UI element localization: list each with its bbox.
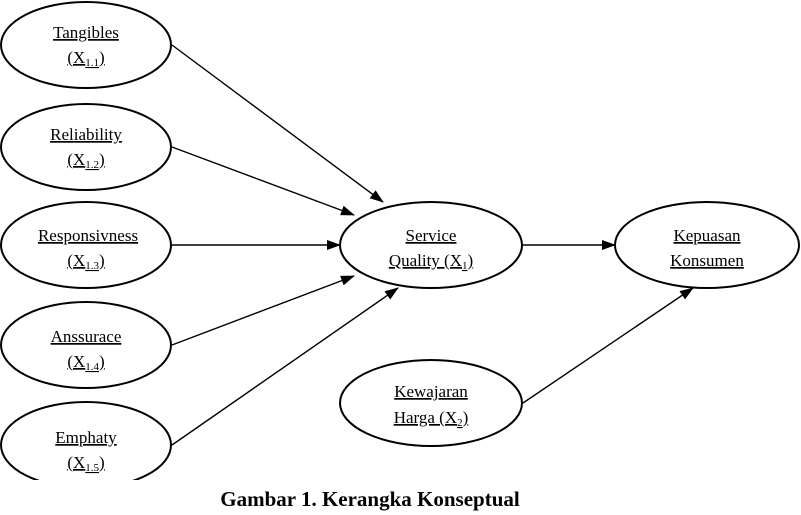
node-emphaty: Emphaty (X1.5) bbox=[0, 401, 172, 480]
node-tangibles: Tangibles (X1.1) bbox=[0, 1, 172, 89]
edge-emphaty-to-service-quality bbox=[171, 287, 399, 446]
node-kepuasan-ellipse bbox=[614, 201, 800, 289]
figure-caption: Gambar 1. Kerangka Konseptual bbox=[220, 487, 520, 511]
node-tangibles-variable: (X1.1) bbox=[67, 48, 104, 69]
framework-diagram: Tangibles (X1.1) Reliability (X1.2) Resp… bbox=[0, 1, 800, 480]
edge-kewajaran-to-kepuasan bbox=[522, 287, 694, 404]
node-kewajaran-harga: Kewajaran Harga (X2) bbox=[339, 359, 523, 447]
node-kepuasan-subtitle: Konsumen bbox=[670, 251, 744, 270]
node-kepuasan-title: Kepuasan bbox=[673, 226, 741, 245]
node-reliability-variable: (X1.2) bbox=[67, 150, 104, 171]
node-emphaty-title: Emphaty bbox=[55, 428, 117, 447]
edges bbox=[171, 44, 694, 446]
edge-tangibles-to-service-quality bbox=[171, 44, 384, 203]
node-service-quality-title: Service bbox=[406, 226, 457, 245]
node-kewajaran-title: Kewajaran bbox=[394, 382, 468, 401]
node-emphaty-ellipse bbox=[0, 401, 172, 480]
node-reliability-title: Reliability bbox=[50, 125, 122, 144]
node-responsivness-variable: (X1.3) bbox=[67, 251, 104, 272]
node-responsivness-title: Responsivness bbox=[38, 226, 138, 245]
node-kewajaran-variable: Harga (X2) bbox=[394, 408, 469, 429]
node-service-quality: Service Quality (X1) bbox=[339, 201, 523, 289]
node-anssurace-title: Anssurace bbox=[51, 327, 122, 346]
node-responsivness: Responsivness (X1.3) bbox=[0, 201, 172, 289]
node-tangibles-title: Tangibles bbox=[53, 23, 119, 42]
node-anssurace-variable: (X1.4) bbox=[67, 352, 104, 373]
node-emphaty-variable: (X1.5) bbox=[67, 453, 104, 474]
node-kewajaran-ellipse bbox=[339, 359, 523, 447]
node-responsivness-ellipse bbox=[0, 201, 172, 289]
edge-anssurace-to-service-quality bbox=[171, 275, 355, 346]
edge-reliability-to-service-quality bbox=[171, 146, 355, 216]
node-anssurace-ellipse bbox=[0, 301, 172, 389]
node-tangibles-ellipse bbox=[0, 1, 172, 89]
node-kepuasan-konsumen: Kepuasan Konsumen bbox=[614, 201, 800, 289]
node-reliability: Reliability (X1.2) bbox=[0, 103, 172, 191]
node-service-quality-ellipse bbox=[339, 201, 523, 289]
node-service-quality-variable: Quality (X1) bbox=[389, 251, 473, 272]
node-reliability-ellipse bbox=[0, 103, 172, 191]
node-anssurace: Anssurace (X1.4) bbox=[0, 301, 172, 389]
